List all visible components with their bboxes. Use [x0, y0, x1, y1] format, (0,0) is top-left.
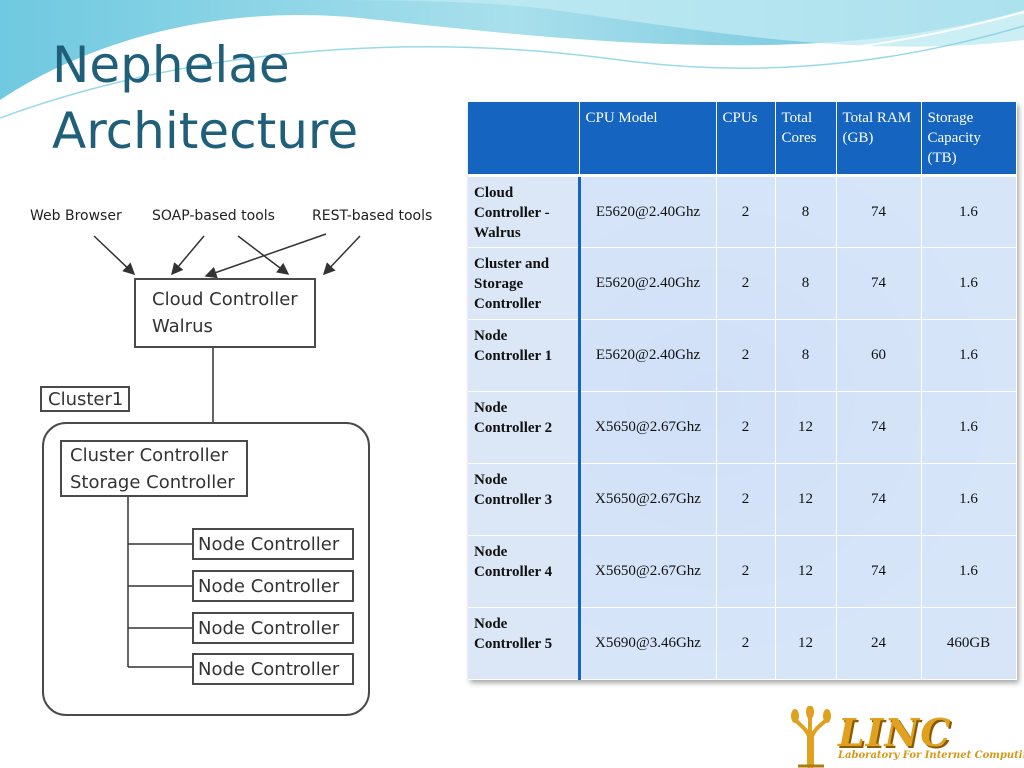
table-row: Cluster and Storage Controller E5620@2.4… [468, 247, 1017, 320]
cloud-box-line-1: Cloud Controller [152, 289, 298, 310]
architecture-diagram: Web Browser SOAP-based tools REST-based … [26, 200, 444, 724]
cell-cpus: 2 [716, 607, 776, 680]
table-row: Node Controller 1 E5620@2.40Ghz 2 8 60 1… [468, 319, 1017, 392]
logo-word: LINC [838, 710, 952, 755]
cell-cores: 8 [775, 175, 837, 248]
table-row: Node Controller 4 X5650@2.67Ghz 2 12 74 … [468, 535, 1017, 608]
client-soap-tools: SOAP-based tools [152, 208, 275, 224]
title-line-1: Nephelae [52, 36, 290, 94]
cell-cores: 8 [775, 247, 837, 320]
cluster-box-line-2: Storage Controller [70, 472, 235, 493]
cell-ram: 74 [836, 463, 922, 536]
table-header-row: CPU Model CPUs Total Cores Total RAM (GB… [468, 102, 1017, 177]
row-name: Node Controller 4 [468, 535, 581, 608]
linc-logo: LINC Laboratory For Internet Computing [788, 706, 1024, 768]
row-name: Node Controller 3 [468, 463, 581, 536]
cell-cpu-model: X5650@2.67Ghz [579, 463, 717, 536]
page-title: Nephelae Architecture [52, 32, 358, 164]
table-row: Node Controller 3 X5650@2.67Ghz 2 12 74 … [468, 463, 1017, 536]
cell-storage: 1.6 [921, 175, 1017, 248]
cell-cores: 12 [775, 463, 837, 536]
header-total-cores: Total Cores [775, 102, 837, 177]
node-controller-box: Node Controller [192, 570, 354, 602]
node-controller-box: Node Controller [192, 528, 354, 560]
cell-storage: 460GB [921, 607, 1017, 680]
header-corner [468, 102, 580, 177]
cell-cores: 12 [775, 607, 837, 680]
cell-ram: 60 [836, 319, 922, 392]
cluster-controller-box: Cluster Controller Storage Controller [60, 440, 248, 497]
node-controller-box: Node Controller [192, 612, 354, 644]
row-name: Node Controller 1 [468, 319, 581, 392]
row-name: Node Controller 5 [468, 607, 581, 680]
cell-cpus: 2 [716, 535, 776, 608]
cluster-box-line-1: Cluster Controller [70, 445, 229, 466]
cell-cpu-model: X5650@2.67Ghz [579, 535, 717, 608]
row-name: Cluster and Storage Controller [468, 247, 581, 320]
wheat-tree-icon [791, 706, 831, 768]
cell-cpus: 2 [716, 247, 776, 320]
header-cpu-model: CPU Model [579, 102, 717, 177]
table-row: Cloud Controller - Walrus E5620@2.40Ghz … [468, 175, 1017, 248]
cell-storage: 1.6 [921, 391, 1017, 464]
cell-cpu-model: X5690@3.46Ghz [579, 607, 717, 680]
cloud-controller-box: Cloud Controller Walrus [134, 278, 316, 348]
header-swoosh [0, 0, 1024, 119]
cell-cpu-model: E5620@2.40Ghz [579, 247, 717, 320]
cell-ram: 74 [836, 391, 922, 464]
row-name: Node Controller 2 [468, 391, 581, 464]
cloud-box-line-2: Walrus [152, 316, 213, 337]
table-row: Node Controller 2 X5650@2.67Ghz 2 12 74 … [468, 391, 1017, 464]
cell-ram: 74 [836, 535, 922, 608]
node-controller-box: Node Controller [192, 653, 354, 685]
header-total-ram: Total RAM (GB) [836, 102, 922, 177]
cluster-frame [42, 422, 370, 716]
header-cpus: CPUs [716, 102, 776, 177]
client-rest-tools: REST-based tools [312, 208, 433, 224]
cell-cores: 12 [775, 535, 837, 608]
cell-ram: 74 [836, 247, 922, 320]
cell-cpu-model: E5620@2.40Ghz [579, 175, 717, 248]
cell-cpus: 2 [716, 175, 776, 248]
cluster-label: Cluster1 [40, 386, 130, 412]
cell-ram: 24 [836, 607, 922, 680]
cell-cpu-model: E5620@2.40Ghz [579, 319, 717, 392]
header-storage-capacity: Storage Capacity (TB) [921, 102, 1017, 177]
cell-cores: 8 [775, 319, 837, 392]
cell-cpus: 2 [716, 319, 776, 392]
logo-subtitle: Laboratory For Internet Computing [838, 750, 1024, 761]
cell-storage: 1.6 [921, 463, 1017, 536]
cell-cores: 12 [775, 391, 837, 464]
cell-ram: 74 [836, 175, 922, 248]
table-row: Node Controller 5 X5690@3.46Ghz 2 12 24 … [468, 607, 1017, 680]
hardware-spec-table: CPU Model CPUs Total Cores Total RAM (GB… [468, 102, 1017, 680]
cell-cpus: 2 [716, 391, 776, 464]
cell-cpus: 2 [716, 463, 776, 536]
title-line-2: Architecture [52, 102, 359, 160]
row-name: Cloud Controller - Walrus [468, 175, 581, 248]
cell-storage: 1.6 [921, 319, 1017, 392]
client-web-browser: Web Browser [30, 208, 122, 224]
cell-storage: 1.6 [921, 247, 1017, 320]
diagram-connectors [93, 233, 361, 668]
cell-cpu-model: X5650@2.67Ghz [579, 391, 717, 464]
cell-storage: 1.6 [921, 535, 1017, 608]
